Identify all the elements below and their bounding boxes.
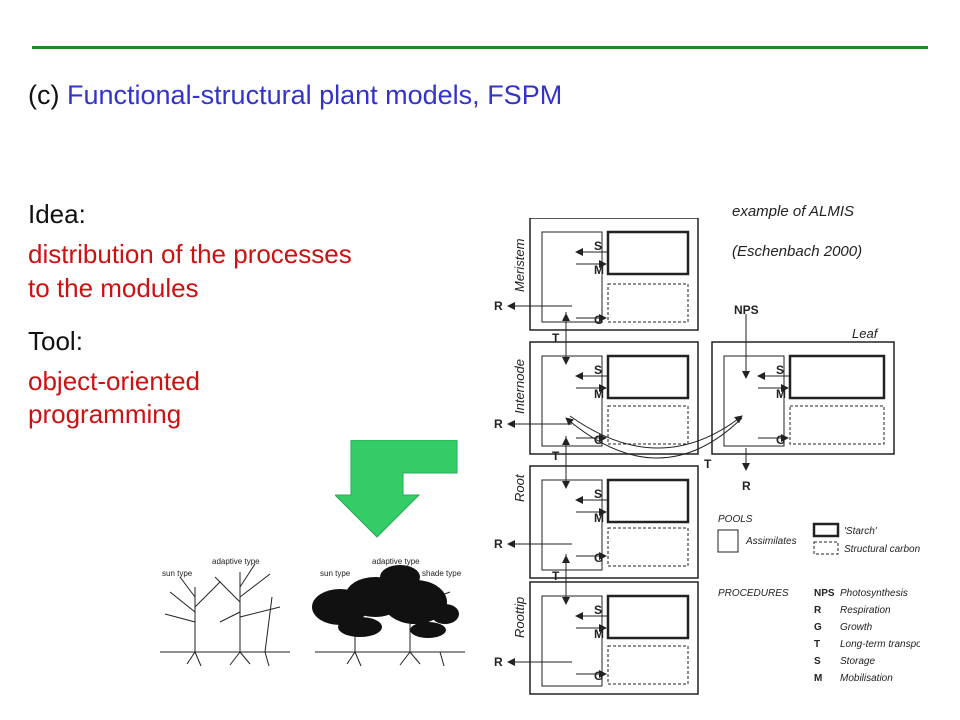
legend-procedures-title: PROCEDURES bbox=[718, 588, 789, 599]
g-label: G bbox=[594, 551, 603, 565]
right-label-shade: shade type bbox=[422, 569, 462, 578]
s-label: S bbox=[594, 487, 602, 501]
s-label: S bbox=[776, 363, 784, 377]
legend-structural: Structural carbon bbox=[844, 544, 920, 555]
procedure-code: M bbox=[814, 673, 822, 684]
m-label: M bbox=[594, 511, 604, 525]
leaf-module bbox=[711, 341, 895, 455]
right-label-adaptive: adaptive type bbox=[372, 557, 420, 566]
bent-arrow-icon bbox=[335, 440, 458, 538]
left-label-adaptive: adaptive type bbox=[212, 557, 260, 566]
internode-label: Internode bbox=[512, 359, 527, 414]
idea-label: Idea: bbox=[28, 199, 86, 229]
m-label: M bbox=[594, 263, 604, 277]
right-label-sun: sun type bbox=[320, 569, 351, 578]
procedure-code: R bbox=[814, 605, 822, 616]
nps-label: NPS bbox=[734, 303, 759, 317]
leaf-label: Leaf bbox=[852, 326, 879, 341]
g-label: G bbox=[594, 433, 603, 447]
meristem-label: Meristem bbox=[512, 238, 527, 292]
s-label: S bbox=[594, 603, 602, 617]
title-prefix: (c) bbox=[28, 80, 60, 110]
g-label: G bbox=[594, 669, 603, 683]
shade-plant-foliage bbox=[312, 565, 459, 638]
idea-text-line-1: distribution of the processes bbox=[28, 239, 352, 269]
tool-text-line-2: programming bbox=[28, 399, 182, 429]
t-label: T bbox=[704, 457, 712, 471]
procedure-name: Respiration bbox=[840, 605, 891, 616]
g-label: G bbox=[776, 433, 785, 447]
roottip-label: Roottip bbox=[512, 597, 527, 638]
tool-text-line-1: object-oriented bbox=[28, 366, 200, 396]
title-text: Functional-structural plant models, FSPM bbox=[67, 80, 563, 110]
procedure-code: G bbox=[814, 622, 822, 633]
procedure-code: T bbox=[814, 639, 820, 650]
sun-plant-drawing bbox=[160, 563, 290, 667]
caption-example: example of ALMIS bbox=[732, 203, 854, 220]
meristem-module bbox=[529, 218, 699, 331]
title-rule bbox=[32, 46, 928, 49]
t-label: T bbox=[552, 331, 560, 345]
procedure-name: Photosynthesis bbox=[840, 588, 908, 599]
root-module bbox=[529, 465, 699, 579]
legend-assimilates: Assimilates bbox=[745, 536, 797, 547]
s-label: S bbox=[594, 363, 602, 377]
r-label: R bbox=[494, 537, 503, 551]
s-label: S bbox=[594, 239, 602, 253]
t-label: T bbox=[552, 449, 560, 463]
procedure-name: Mobilisation bbox=[840, 673, 893, 684]
caption-citation: (Eschenbach 2000) bbox=[732, 243, 863, 260]
t-label: T bbox=[552, 569, 560, 583]
procedure-name: Long-term transport bbox=[840, 639, 920, 650]
idea-text-line-2: to the modules bbox=[28, 273, 199, 303]
procedure-code: NPS bbox=[814, 588, 835, 599]
procedure-name: Growth bbox=[840, 622, 873, 633]
root-label: Root bbox=[512, 473, 527, 502]
roottip-module bbox=[529, 581, 699, 695]
m-label: M bbox=[594, 387, 604, 401]
r-label: R bbox=[742, 479, 751, 493]
g-label: G bbox=[594, 313, 603, 327]
r-label: R bbox=[494, 655, 503, 669]
m-label: M bbox=[594, 627, 604, 641]
legend-pools-title: POOLS bbox=[718, 514, 753, 525]
almis-diagram: Meristem Internode Root Roottip Leaf S M… bbox=[494, 218, 920, 695]
r-label: R bbox=[494, 299, 503, 313]
plant-illustrations: adaptive type sun type adaptive type sun… bbox=[160, 557, 465, 667]
procedure-name: Storage bbox=[840, 656, 875, 667]
internode-module bbox=[529, 341, 699, 455]
procedure-code: S bbox=[814, 656, 821, 667]
legend-starch: 'Starch' bbox=[844, 526, 878, 537]
m-label: M bbox=[776, 387, 786, 401]
r-label: R bbox=[494, 417, 503, 431]
slide-title: (c) Functional-structural plant models, … bbox=[28, 80, 562, 111]
tool-label: Tool: bbox=[28, 326, 83, 356]
left-label-sun: sun type bbox=[162, 569, 193, 578]
